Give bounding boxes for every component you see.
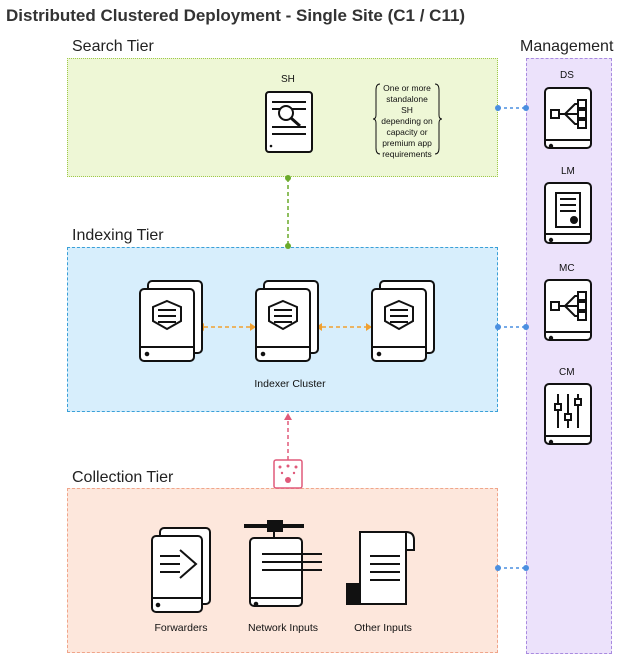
monitoring-console-icon — [544, 279, 592, 341]
deployment-server-icon — [544, 87, 592, 149]
network-input-icon — [244, 520, 322, 607]
mc-label: MC — [559, 263, 575, 274]
sh-note: One or more standalone SH depending on c… — [381, 83, 433, 159]
indexer-cluster-label: Indexer Cluster — [254, 378, 326, 390]
note-brace-icon — [372, 83, 443, 155]
ds-label: DS — [560, 70, 574, 81]
license-master-icon — [544, 182, 592, 244]
scroll-icon — [346, 531, 415, 605]
cluster-master-icon — [544, 383, 592, 445]
indexer-icon — [371, 280, 435, 362]
search-index-dot-bottom — [285, 243, 291, 249]
collection-index-arrowhead — [284, 413, 292, 420]
management-tier-label: Management — [520, 38, 614, 55]
data-input-icon — [273, 459, 303, 489]
indexer-icon — [139, 280, 203, 362]
management-tier-box — [526, 58, 612, 654]
indexer-icon — [255, 280, 319, 362]
forwarders-label: Forwarders — [154, 622, 208, 634]
forwarder-icon — [151, 527, 211, 613]
search-tier-label: Search Tier — [72, 38, 154, 55]
connectors — [198, 105, 529, 571]
search-index-dot-top — [285, 175, 291, 181]
search-head-icon — [265, 91, 313, 153]
collection-tier-label: Collection Tier — [72, 469, 174, 486]
indexing-tier-label: Indexing Tier — [72, 227, 164, 244]
network-inputs-label: Network Inputs — [247, 622, 319, 634]
sh-label: SH — [281, 74, 295, 85]
diagram-title: Distributed Clustered Deployment - Singl… — [6, 6, 466, 25]
cm-label: CM — [559, 367, 575, 378]
other-inputs-label: Other Inputs — [354, 622, 412, 634]
lm-label: LM — [561, 166, 575, 177]
